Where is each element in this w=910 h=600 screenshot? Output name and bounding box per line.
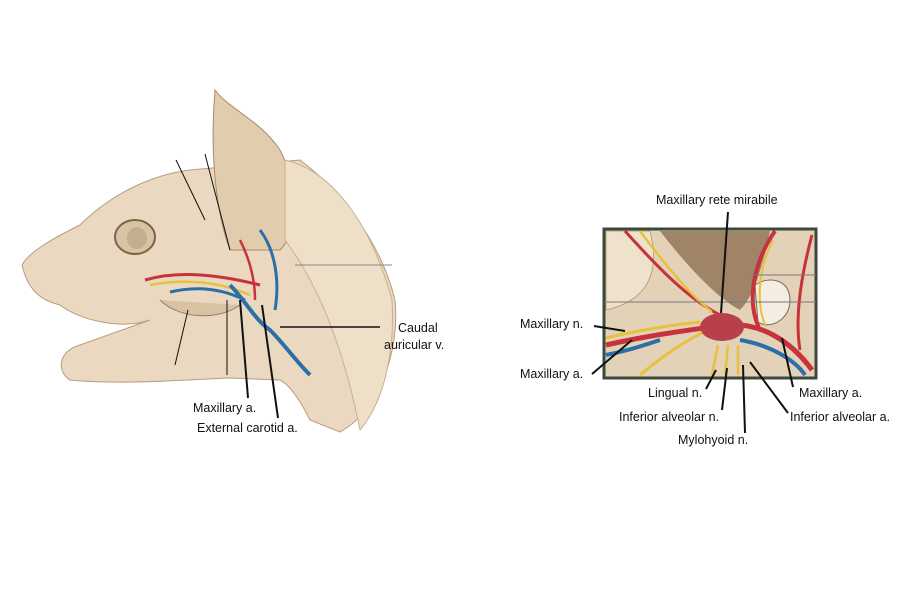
label-maxillary-a-inset-left: Maxillary a. xyxy=(520,367,584,381)
label-caudal-auricular-v-line1: Caudal xyxy=(398,321,438,335)
detail-inset-illustration xyxy=(591,211,818,434)
label-mylohyoid-n: Mylohyoid n. xyxy=(678,433,749,447)
label-maxillary-a-left-figure: Maxillary a. xyxy=(193,401,257,415)
label-inferior-alveolar-a: Inferior alveolar a. xyxy=(790,410,891,424)
label-maxillary-rete-mirabile: Maxillary rete mirabile xyxy=(656,193,778,207)
label-caudal-auricular-v-line2: auricular v. xyxy=(384,338,445,352)
label-lingual-n: Lingual n. xyxy=(648,386,703,400)
label-maxillary-a-inset-right: Maxillary a. xyxy=(799,386,863,400)
label-maxillary-n: Maxillary n. xyxy=(520,317,584,331)
cat-head-illustration xyxy=(21,88,397,433)
label-external-carotid-a: External carotid a. xyxy=(197,421,298,435)
label-inferior-alveolar-n: Inferior alveolar n. xyxy=(619,410,720,424)
